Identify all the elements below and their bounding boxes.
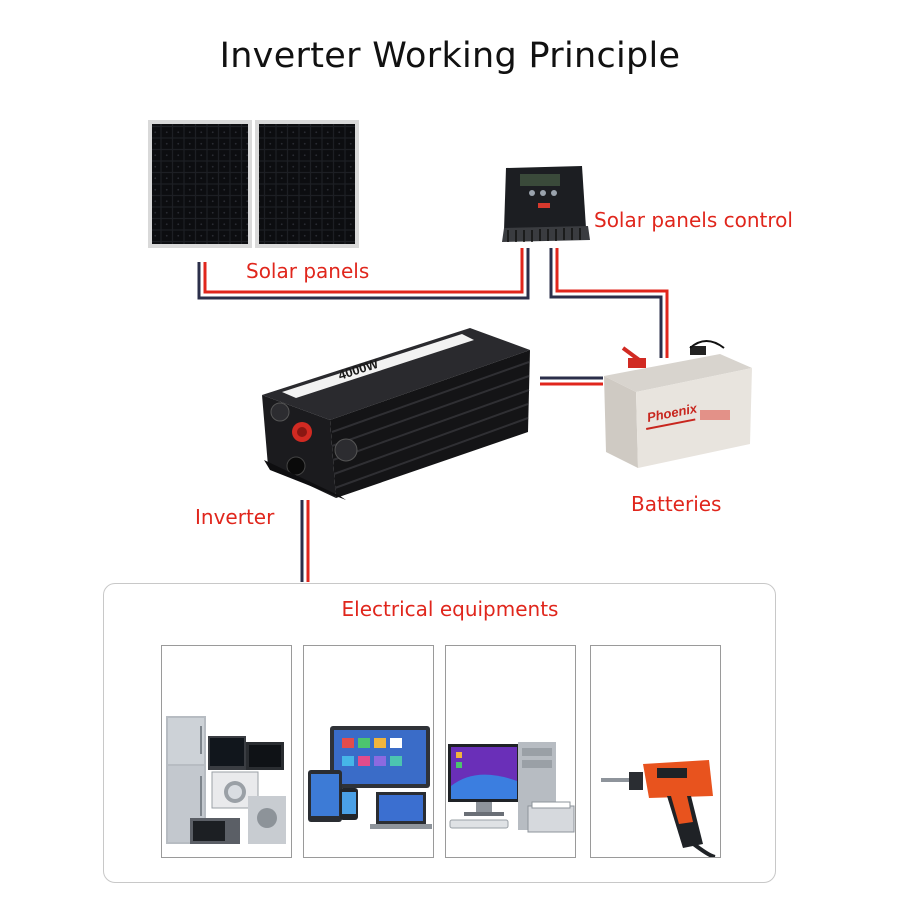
solar-panel-left-icon <box>148 120 252 248</box>
equipment-tile-appliances <box>161 645 292 858</box>
equipment-tile-devices <box>303 645 434 858</box>
wire-panels-controller-dark <box>197 248 530 300</box>
equipment-tile-computer <box>445 645 576 858</box>
computer-icon <box>448 742 575 833</box>
label-batteries: Batteries <box>631 492 722 516</box>
wire-controller-battery-dark <box>549 248 663 358</box>
label-inverter: Inverter <box>195 505 275 529</box>
solar-panel-right-icon <box>255 120 359 248</box>
wire-panels-controller-red <box>203 248 524 294</box>
equipment-tile-drill <box>590 645 721 858</box>
label-electrical-equipments: Electrical equipments <box>341 597 559 621</box>
label-solar-panels: Solar panels <box>246 259 370 283</box>
label-solar-panels-control: Solar panels control <box>594 208 793 232</box>
wire-controller-battery-red <box>555 248 669 358</box>
devices-icon <box>308 726 432 829</box>
drill-icon <box>601 760 716 857</box>
appliances-icon <box>166 716 286 844</box>
diagram-title: Inverter Working Principle <box>219 36 681 76</box>
